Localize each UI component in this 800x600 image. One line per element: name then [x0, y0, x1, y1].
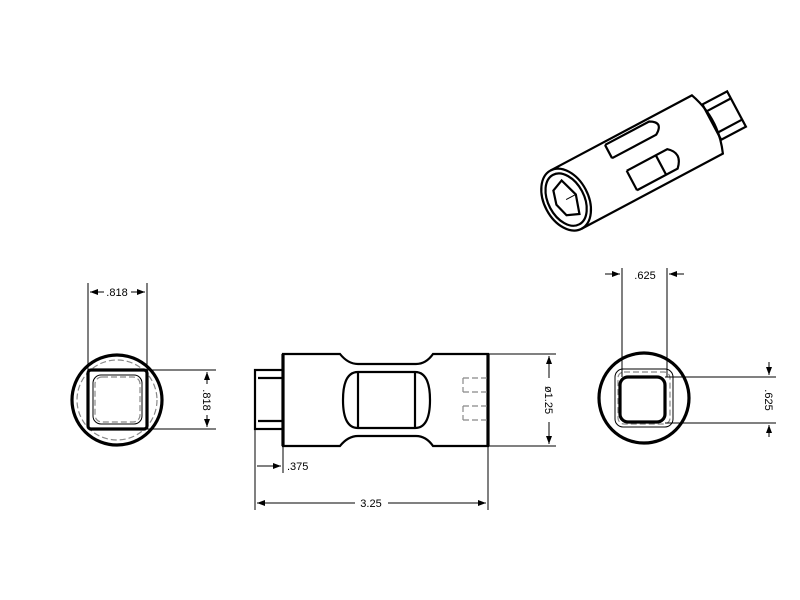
side-view: ø1.25 .375 3.25 [253, 352, 556, 510]
dim-socket-width: .625 [634, 270, 655, 282]
body-outline [281, 352, 490, 448]
socket-square [618, 375, 667, 424]
dim-drive-height: .818 [200, 389, 212, 410]
drive-square [86, 368, 149, 431]
outer-circle [597, 351, 691, 445]
side-window [341, 370, 432, 430]
outer-circle [70, 353, 164, 447]
end-view-drive: .818 .818 [70, 283, 216, 447]
dim-drive-width: .818 [106, 287, 127, 299]
isometric-view [540, 89, 748, 232]
end-view-socket: .625 .625 [597, 268, 776, 445]
socket-hex [552, 178, 581, 217]
dim-stub-length: .375 [287, 461, 308, 473]
dim-socket-height: .625 [762, 389, 774, 410]
dim-overall-length: 3.25 [360, 498, 381, 510]
dim-diameter: ø1.25 [542, 386, 554, 414]
